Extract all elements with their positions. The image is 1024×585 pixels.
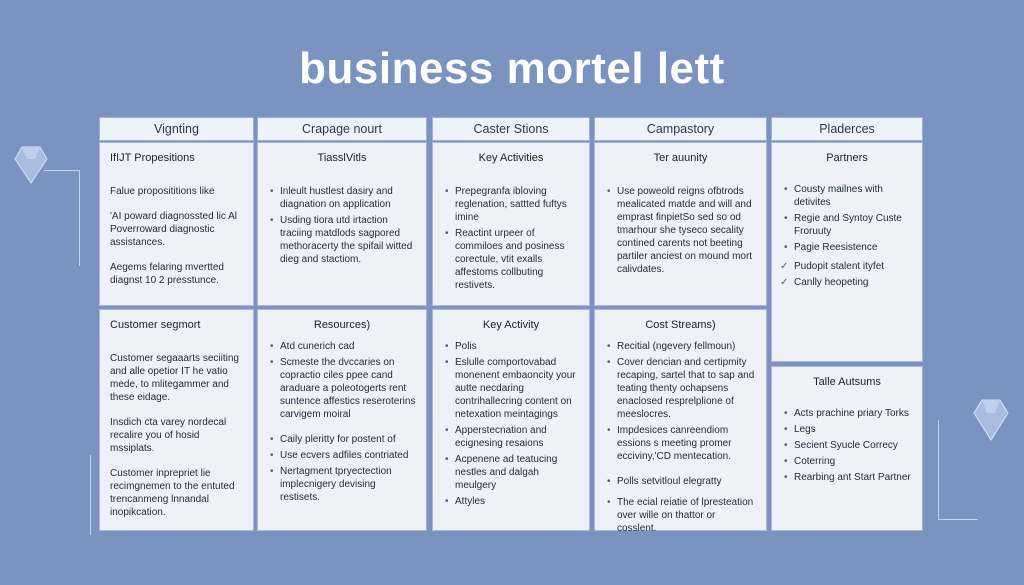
list-item: Polls setvitloul elegratty	[605, 475, 756, 488]
list-item: Impdesices canreendiom essions s meeting…	[605, 424, 756, 463]
panel-title: Talle Autsums	[813, 376, 881, 388]
list-item: Recitial (ngevery fellmoun)	[605, 340, 756, 353]
list-item: Use ecvers adfiles contriated	[268, 449, 416, 462]
list-item: Reactint urpeer of commiloes and posines…	[443, 227, 579, 292]
list-item: The ecial reiatie of lpresteation over w…	[605, 496, 756, 535]
panel-customer-segments: Customer segmort Customer segaaarts seci…	[99, 309, 254, 531]
panel-title: Partners	[826, 152, 868, 164]
list-item: Cousty mailnes with detivites	[782, 183, 912, 209]
panel-paragraph: Falue proposititions like	[110, 186, 215, 198]
header-caster-stions: Caster Stions	[432, 117, 590, 141]
panel-title: Key Activity	[482, 319, 540, 331]
decorative-line-bottom	[90, 455, 91, 535]
panel-ter-auunity: Ter auunity Use poweold reigns ofbtrods …	[594, 142, 767, 306]
list-item: Prepegranfa ibloving reglenation, sattte…	[443, 185, 579, 224]
panel-talle-autsums: Talle Autsums Acts prachine priary Torks…	[771, 366, 923, 531]
list-item: Rearbing ant Start Partner	[782, 471, 912, 484]
list-item: Inleult hustlest dasiry and diagnation o…	[268, 185, 416, 211]
panel-value-propositions: IfIJT Propesitions Falue proposititions …	[99, 142, 254, 306]
panel-title: TiasslVitls	[317, 152, 367, 164]
header-campastory: Campastory	[594, 117, 767, 141]
check-item: Canlly heopeting	[780, 276, 912, 289]
check-item: Pudopit stalent ityfet	[780, 260, 912, 273]
gem-icon-right	[973, 398, 1009, 447]
panel-title: Customer segmort	[110, 319, 201, 331]
page-title: business mortel lett	[299, 44, 725, 93]
header-pladerces: Pladerces	[771, 117, 923, 141]
list-item: Acts prachine priary Torks	[782, 407, 912, 420]
list-item: Usding tiora utd irtaction traciing matd…	[268, 214, 416, 266]
gem-icon-left	[14, 145, 48, 190]
list-item: Pagie Reesistence	[782, 241, 912, 254]
panel-technology: TiasslVitls Inleult hustlest dasiry and …	[257, 142, 427, 306]
list-item: Secient Syucle Correcy	[782, 439, 912, 452]
decorative-line-right	[938, 420, 978, 520]
panel-paragraph: 'AI poward diagnossted lic Al Poverrowar…	[110, 211, 237, 249]
panel-paragraph: Customer inprepriet lie recimgnemen to t…	[110, 468, 235, 519]
list-item: Acpenene ad teatucing nestles and dalgah…	[443, 453, 579, 492]
panel-title: Cost Streams)	[645, 319, 716, 331]
panel-title: Key Activities	[478, 152, 544, 164]
decorative-line-left	[44, 170, 80, 266]
list-item: Scmeste the dvccaries on copractio ciles…	[268, 356, 416, 421]
panel-resources: Resources) Atd cunerich cad Scmeste the …	[257, 309, 427, 531]
panel-title: Ter auunity	[653, 152, 708, 164]
list-item: Coterring	[782, 455, 912, 468]
list-item: Polis	[443, 340, 579, 353]
panel-key-activity: Key Activity Polis Eslulle comportovabad…	[432, 309, 590, 531]
header-vignting: Vignting	[99, 117, 254, 141]
panel-paragraph: Insdich cta varey nordecal recalire you …	[110, 417, 227, 455]
panel-paragraph: Customer segaaarts seciiting and alle op…	[110, 353, 239, 404]
list-item: Cover dencian and certipmity recaping, s…	[605, 356, 756, 421]
list-item: Use poweold reigns ofbtrods mealicated m…	[605, 185, 756, 276]
list-item: Attyles	[443, 495, 579, 508]
list-item: Apperstecnation and ecignesing resaions	[443, 424, 579, 450]
list-item: Regie and Syntoy Custe Froruuty	[782, 212, 912, 238]
list-item: Caily pleritty for postent of	[268, 433, 416, 446]
panel-title: Resources)	[313, 319, 371, 331]
panel-cost-streams: Cost Streams) Recitial (ngevery fellmoun…	[594, 309, 767, 534]
header-crapage-nourt: Crapage nourt	[257, 117, 427, 141]
list-item: Legs	[782, 423, 912, 436]
list-item: Eslulle comportovabad monenent embaoncit…	[443, 356, 579, 421]
panel-key-activities: Key Activities Prepegranfa ibloving regl…	[432, 142, 590, 306]
list-item: Nertagment tpryectection implecnigery de…	[268, 465, 416, 504]
panel-title: IfIJT Propesitions	[110, 152, 195, 164]
panel-paragraph: Aegems felaring mvertted diagnst 10 2 pr…	[110, 262, 224, 287]
panel-partners: Partners Cousty mailnes with detivites R…	[771, 142, 923, 362]
list-item: Atd cunerich cad	[268, 340, 416, 353]
